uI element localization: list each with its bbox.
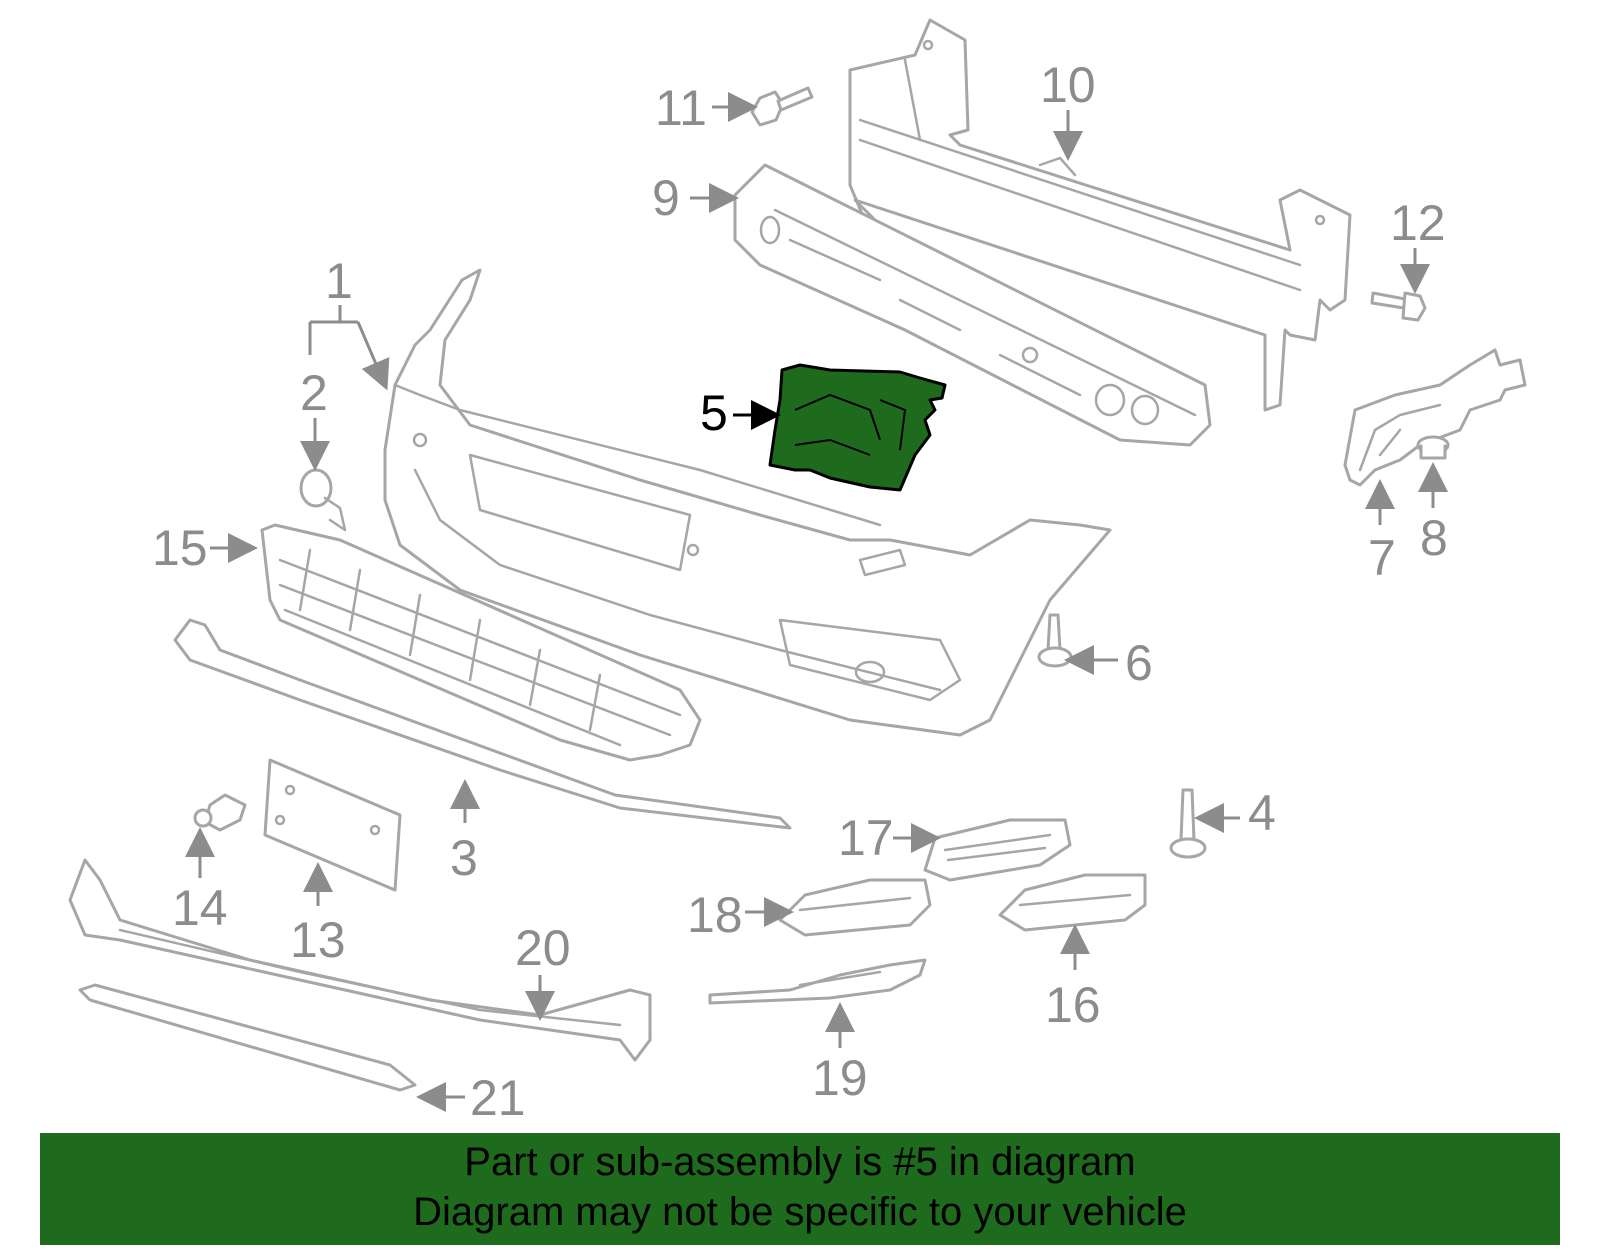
- part-6-push-pin: [1037, 613, 1073, 668]
- callout-8[interactable]: 8: [1418, 462, 1448, 566]
- part-9-energy-absorber: [733, 163, 1212, 447]
- svg-text:14: 14: [172, 880, 228, 936]
- svg-text:13: 13: [290, 912, 346, 968]
- svg-text:12: 12: [1390, 195, 1446, 251]
- callout-2[interactable]: 2: [300, 365, 330, 471]
- svg-text:7: 7: [1368, 530, 1396, 586]
- part-8-clip-nut: [1416, 435, 1450, 460]
- callout-14[interactable]: 14: [172, 827, 228, 936]
- part-19-trim-strip: [708, 958, 927, 1005]
- callout-1[interactable]: 1: [308, 253, 385, 385]
- callout-4[interactable]: 4: [1194, 785, 1276, 841]
- part-7-bracket: [1343, 348, 1527, 487]
- info-banner: Part or sub-assembly is #5 in diagram Di…: [40, 1133, 1560, 1245]
- callout-11[interactable]: 11: [655, 80, 758, 136]
- callout-9[interactable]: 9: [652, 170, 739, 226]
- svg-text:10: 10: [1040, 57, 1096, 113]
- svg-text:4: 4: [1248, 785, 1276, 841]
- svg-text:2: 2: [300, 365, 328, 421]
- part-21-lower-strip: [78, 983, 417, 1092]
- part-5-mounting-bracket[interactable]: [768, 363, 947, 492]
- banner-line-2: Diagram may not be specific to your vehi…: [413, 1190, 1187, 1234]
- banner-line-1: Part or sub-assembly is #5 in diagram: [464, 1140, 1136, 1184]
- callout-10[interactable]: 10: [1040, 57, 1096, 161]
- part-12-bolt: [1370, 291, 1427, 322]
- callout-20[interactable]: 20: [515, 920, 571, 1021]
- svg-text:15: 15: [152, 520, 208, 576]
- svg-text:1: 1: [325, 253, 353, 309]
- callout-18[interactable]: 18: [687, 887, 794, 943]
- callout-15[interactable]: 15: [152, 520, 258, 576]
- callout-19[interactable]: 19: [812, 1002, 868, 1106]
- callout-13[interactable]: 13: [290, 862, 346, 968]
- svg-text:18: 18: [687, 887, 743, 943]
- svg-text:6: 6: [1125, 635, 1153, 691]
- callout-3[interactable]: 3: [450, 779, 480, 886]
- part-14-clip: [193, 793, 247, 832]
- part-16-fog-bezel: [998, 873, 1147, 932]
- svg-text:20: 20: [515, 920, 571, 976]
- svg-text:11: 11: [655, 80, 707, 136]
- svg-text:17: 17: [838, 810, 894, 866]
- callout-6[interactable]: 6: [1064, 635, 1153, 691]
- svg-text:3: 3: [450, 830, 478, 886]
- callout-7[interactable]: 7: [1365, 479, 1396, 586]
- callout-17[interactable]: 17: [838, 810, 941, 866]
- svg-text:9: 9: [652, 170, 680, 226]
- svg-text:19: 19: [812, 1050, 868, 1106]
- callout-5[interactable]: 5: [700, 385, 781, 441]
- svg-text:16: 16: [1045, 977, 1101, 1033]
- part-1-bumper-cover: [383, 268, 1112, 737]
- svg-text:21: 21: [470, 1070, 526, 1126]
- part-2-tow-hook-cap: [299, 468, 347, 532]
- part-3-lower-trim: [173, 618, 792, 830]
- part-4-push-pin: [1169, 788, 1207, 859]
- svg-text:5: 5: [700, 385, 728, 441]
- part-18-fog-bezel: [778, 878, 932, 937]
- part-11-bolt: [750, 86, 814, 127]
- svg-text:8: 8: [1420, 510, 1448, 566]
- part-15-lower-grille: [260, 523, 702, 762]
- callout-21[interactable]: 21: [416, 1070, 526, 1126]
- callout-12[interactable]: 12: [1390, 195, 1446, 294]
- part-17-fog-trim: [923, 818, 1072, 882]
- part-13-license-bracket: [263, 758, 402, 892]
- callout-16[interactable]: 16: [1045, 924, 1101, 1033]
